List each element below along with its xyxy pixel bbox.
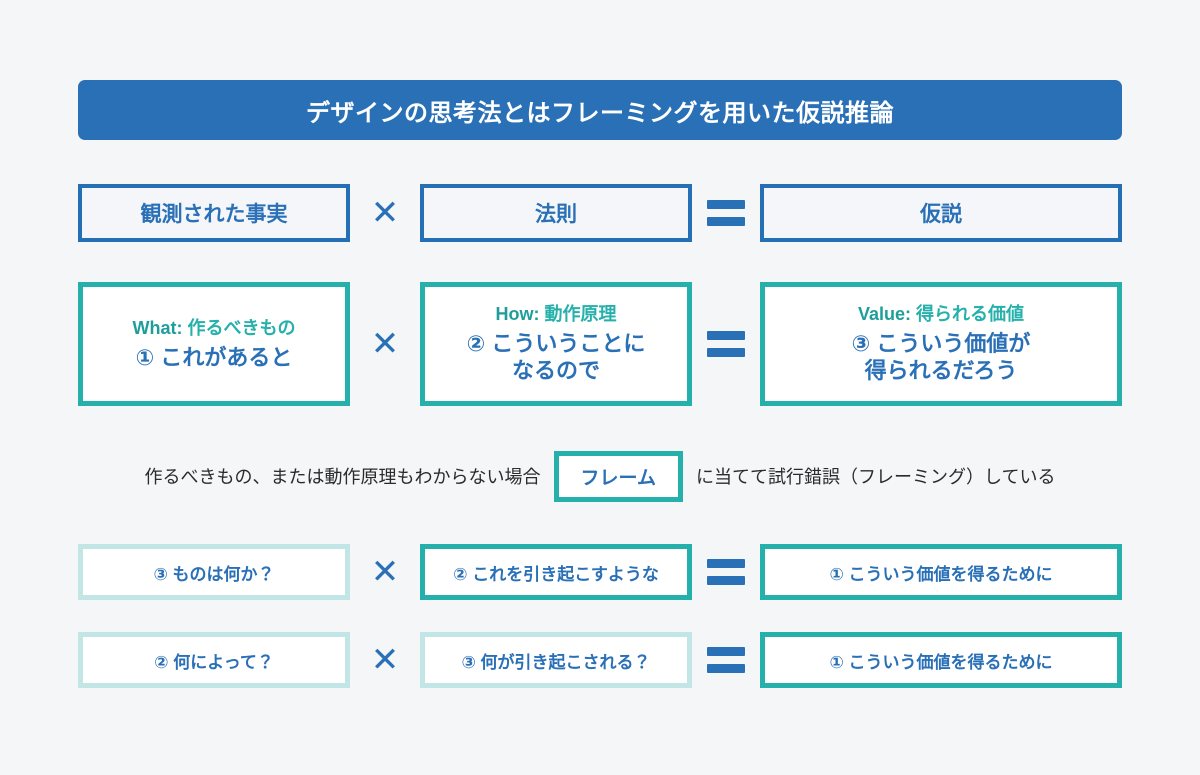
framing2-right-box: ① こういう価値を得るために [760,632,1122,688]
times-icon: ✕ [370,641,400,679]
row-framing-1: ③ ものは何か？ ✕ ② これを引き起こすような ① こういう価値を得るために [78,544,1122,600]
design-value-body-line2: 得られるだろう [864,358,1018,384]
times-icon: ✕ [370,194,400,232]
equals-bar-top [707,200,745,209]
design-what-body: ① これがあると [135,344,293,370]
frame-chip: フレーム [553,450,683,502]
framing-sentence-before: 作るべきもの、または動作原理もわからない場合 [144,467,541,487]
equals-bar-bottom [707,217,745,226]
abduction-rule-label: 法則 [535,203,577,226]
framing2-right-label: ① こういう価値を得るために [829,652,1053,672]
equals-icon [707,559,745,585]
equals-icon [707,331,745,357]
design-value-label: Value: 得られる価値 [858,303,1024,326]
framing1-right-label: ① こういう価値を得るために [829,564,1053,584]
design-value-body-line1: ③ こういう価値が [851,330,1031,356]
framing-sentence: 作るべきもの、または動作原理もわからない場合 フレーム に当てて試行錯誤（フレー… [0,450,1200,502]
operator-equals-2 [692,282,760,406]
design-how-box: How: 動作原理 ② こういうことに なるので [420,282,692,406]
abduction-hypothesis: 仮説 [760,184,1122,242]
design-how-label-en: How: [495,304,540,325]
framing1-middle-label: ② これを引き起こすような [453,564,659,584]
abduction-rule: 法則 [420,184,692,242]
operator-times-3: ✕ [350,544,420,600]
equals-bar-bottom [707,348,745,357]
abduction-hypothesis-label: 仮説 [920,203,962,226]
operator-equals [692,184,760,242]
abduction-observed-fact: 観測された事実 [78,184,350,242]
framing1-left-box: ③ ものは何か？ [78,544,350,600]
design-value-box: Value: 得られる価値 ③ こういう価値が 得られるだろう [760,282,1122,406]
operator-equals-4 [692,632,760,688]
framing1-right-box: ① こういう価値を得るために [760,544,1122,600]
design-how-label: How: 動作原理 [495,303,616,326]
row-framing-2: ② 何によって？ ✕ ③ 何が引き起こされる？ ① こういう価値を得るために [78,632,1122,688]
design-what-box: What: 作るべきもの ① これがあると [78,282,350,406]
framing2-left-label: ② 何によって？ [154,652,274,672]
equals-bar-top [707,559,745,568]
equals-bar-top [707,647,745,656]
title-banner: デザインの思考法とはフレーミングを用いた仮説推論 [78,80,1122,140]
framing1-left-label: ③ ものは何か？ [153,564,275,584]
framing2-left-box: ② 何によって？ [78,632,350,688]
equals-bar-bottom [707,664,745,673]
design-what-label: What: 作るべきもの [133,317,296,340]
times-icon: ✕ [370,553,400,591]
design-how-label-ja: 動作原理 [539,304,617,325]
operator-times-4: ✕ [350,632,420,688]
equals-icon [707,647,745,673]
design-what-label-ja: 作るべきもの [182,318,296,338]
equals-icon [707,200,745,226]
page-title: デザインの思考法とはフレーミングを用いた仮説推論 [306,99,894,127]
framing1-middle-box: ② これを引き起こすような [420,544,692,600]
design-how-body-line1: ② こういうことに [466,330,646,356]
row-design: What: 作るべきもの ① これがあると ✕ How: 動作原理 ② こういう… [78,282,1122,406]
operator-times: ✕ [350,184,420,242]
times-icon: ✕ [370,325,400,363]
operator-times-2: ✕ [350,282,420,406]
design-value-label-ja: 得られる価値 [911,304,1025,325]
equals-bar-bottom [707,576,745,585]
framing2-middle-label: ③ 何が引き起こされる？ [461,652,651,672]
design-value-label-en: Value: [857,304,911,325]
operator-equals-3 [692,544,760,600]
framing2-middle-box: ③ 何が引き起こされる？ [420,632,692,688]
design-what-label-en: What: [132,318,183,338]
framing-sentence-after: に当てて試行錯誤（フレーミング）している [695,467,1056,487]
row-abduction: 観測された事実 ✕ 法則 仮説 [78,184,1122,242]
abduction-observed-fact-label: 観測された事実 [140,203,288,226]
equals-bar-top [707,331,745,340]
design-how-body-line2: なるので [511,358,600,384]
